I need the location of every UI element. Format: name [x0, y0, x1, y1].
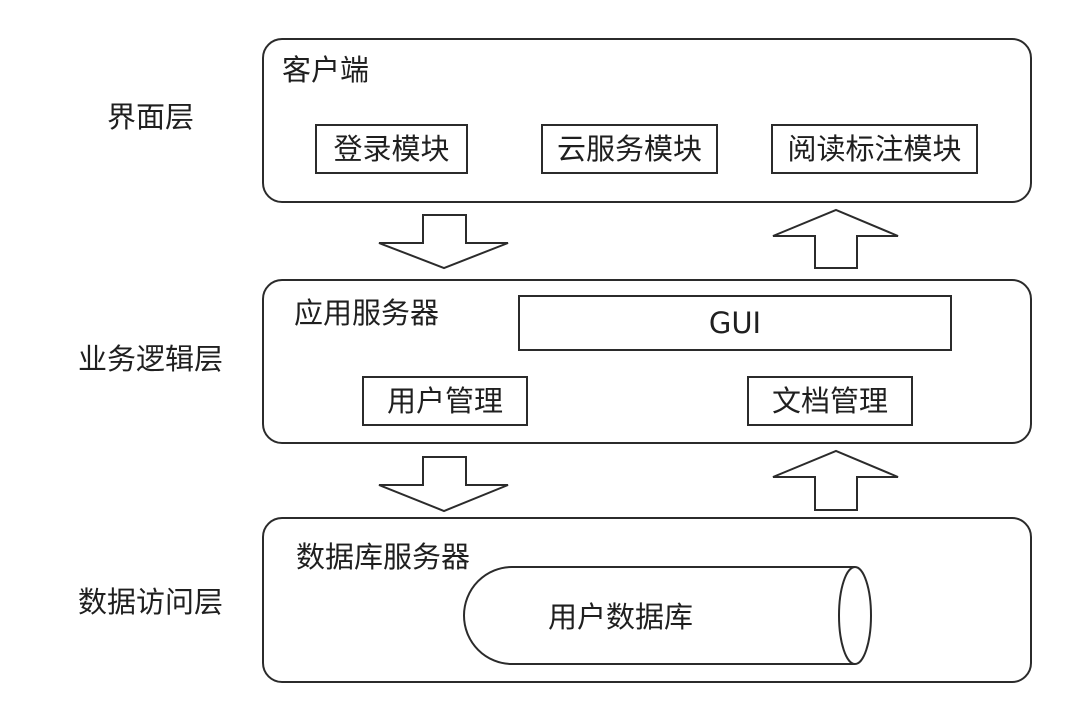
database-cylinder-body [463, 566, 855, 665]
layer-label-data: 数据访问层 [78, 585, 224, 619]
arrow-up-data-to-logic [772, 449, 899, 511]
layer-label-logic: 业务逻辑层 [78, 342, 224, 376]
app-server-panel: 应用服务器 GUI 用户管理 文档管理 [262, 279, 1032, 444]
gui-box: GUI [518, 295, 952, 351]
db-server-title: 数据库服务器 [296, 540, 471, 574]
client-panel: 客户端 登录模块 云服务模块 阅读标注模块 [262, 38, 1032, 203]
user-database-label: 用户数据库 [548, 600, 694, 634]
layer-label-ui: 界面层 [107, 100, 195, 134]
document-management-module: 文档管理 [747, 376, 913, 426]
arrow-down-ui-to-logic [378, 214, 509, 270]
arrow-up-logic-to-ui [772, 208, 899, 269]
client-title: 客户端 [282, 53, 370, 87]
app-server-title: 应用服务器 [294, 296, 440, 330]
arrow-down-logic-to-data [378, 456, 509, 513]
reading-annotation-module: 阅读标注模块 [771, 124, 978, 174]
user-management-module: 用户管理 [362, 376, 528, 426]
login-module: 登录模块 [315, 124, 468, 174]
cloud-service-module: 云服务模块 [541, 124, 718, 174]
database-cylinder-end [838, 566, 872, 665]
